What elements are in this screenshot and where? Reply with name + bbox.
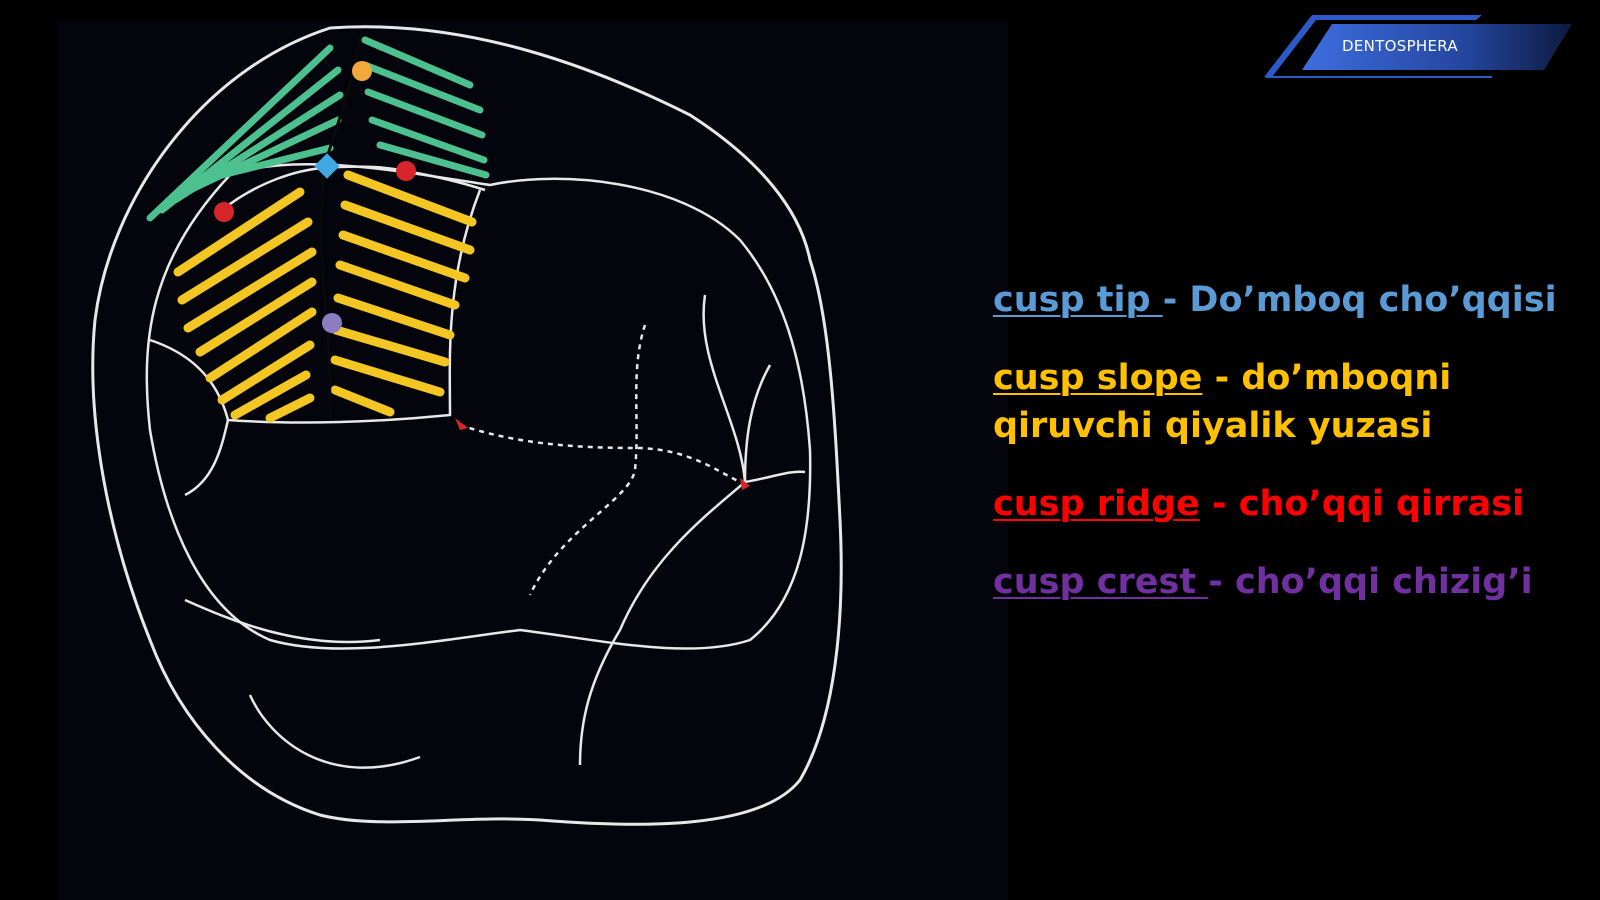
brand-badge <box>1264 15 1572 78</box>
solid-grooves <box>184 294 806 769</box>
legend-item-cusp-ridge: cusp ridge - choʼqqi qirrasi <box>993 480 1573 528</box>
legend-item-cusp-crest: cusp crest - choʼqqi chizigʼi <box>993 558 1573 606</box>
cusp-tip-diamond <box>314 153 340 179</box>
cusp-crest-line <box>319 37 362 421</box>
legend-separator: - <box>1162 280 1190 320</box>
diagram-background <box>58 20 1008 900</box>
cusp-ridge-line <box>221 165 486 211</box>
green-slope-hatch <box>146 36 490 222</box>
legend-term: cusp ridge <box>993 484 1200 524</box>
central-pit-marker <box>455 418 468 430</box>
legend-definition: Doʼmboq choʼqqisi <box>1189 280 1557 320</box>
legend-definition: choʼqqi chizigʼi <box>1234 562 1533 602</box>
legend-separator: - <box>1202 358 1242 398</box>
legend-item-cusp-tip: cusp tip - Doʼmboq choʼqqisi <box>993 276 1573 324</box>
cusp-ridge-dot-left <box>214 202 234 222</box>
legend: cusp tip - Doʼmboq choʼqqisi cusp slope … <box>993 276 1573 636</box>
legend-term: cusp slope <box>993 358 1203 398</box>
crown-outer-outline <box>91 25 843 826</box>
legend-term: cusp crest <box>993 562 1209 602</box>
cusp-ridge-dot-right <box>396 161 416 181</box>
cusp-boundary-lower <box>184 419 230 497</box>
cusp-tip-dot <box>352 61 372 81</box>
legend-term: cusp tip <box>993 280 1163 320</box>
cusp-crest-dot <box>322 313 342 333</box>
legend-separator: - <box>1199 484 1239 524</box>
occlusal-table-outline <box>145 163 812 650</box>
distal-pit-marker <box>740 478 750 490</box>
yellow-slope-hatch <box>173 170 477 423</box>
legend-item-cusp-slope: cusp slope - doʼmboqni qiruvchi qiyalik … <box>993 354 1573 450</box>
tooth-occlusal-diagram <box>58 20 1008 900</box>
badge-fill <box>1302 24 1572 70</box>
legend-definition: doʼmboqni qiruvchi qiyalik yuzasi <box>993 358 1452 446</box>
legend-separator: - <box>1208 562 1235 602</box>
brand-name: DENTOSPHERA <box>1342 37 1458 55</box>
legend-definition: choʼqqi qirrasi <box>1238 484 1525 524</box>
dashed-grooves <box>459 324 741 596</box>
